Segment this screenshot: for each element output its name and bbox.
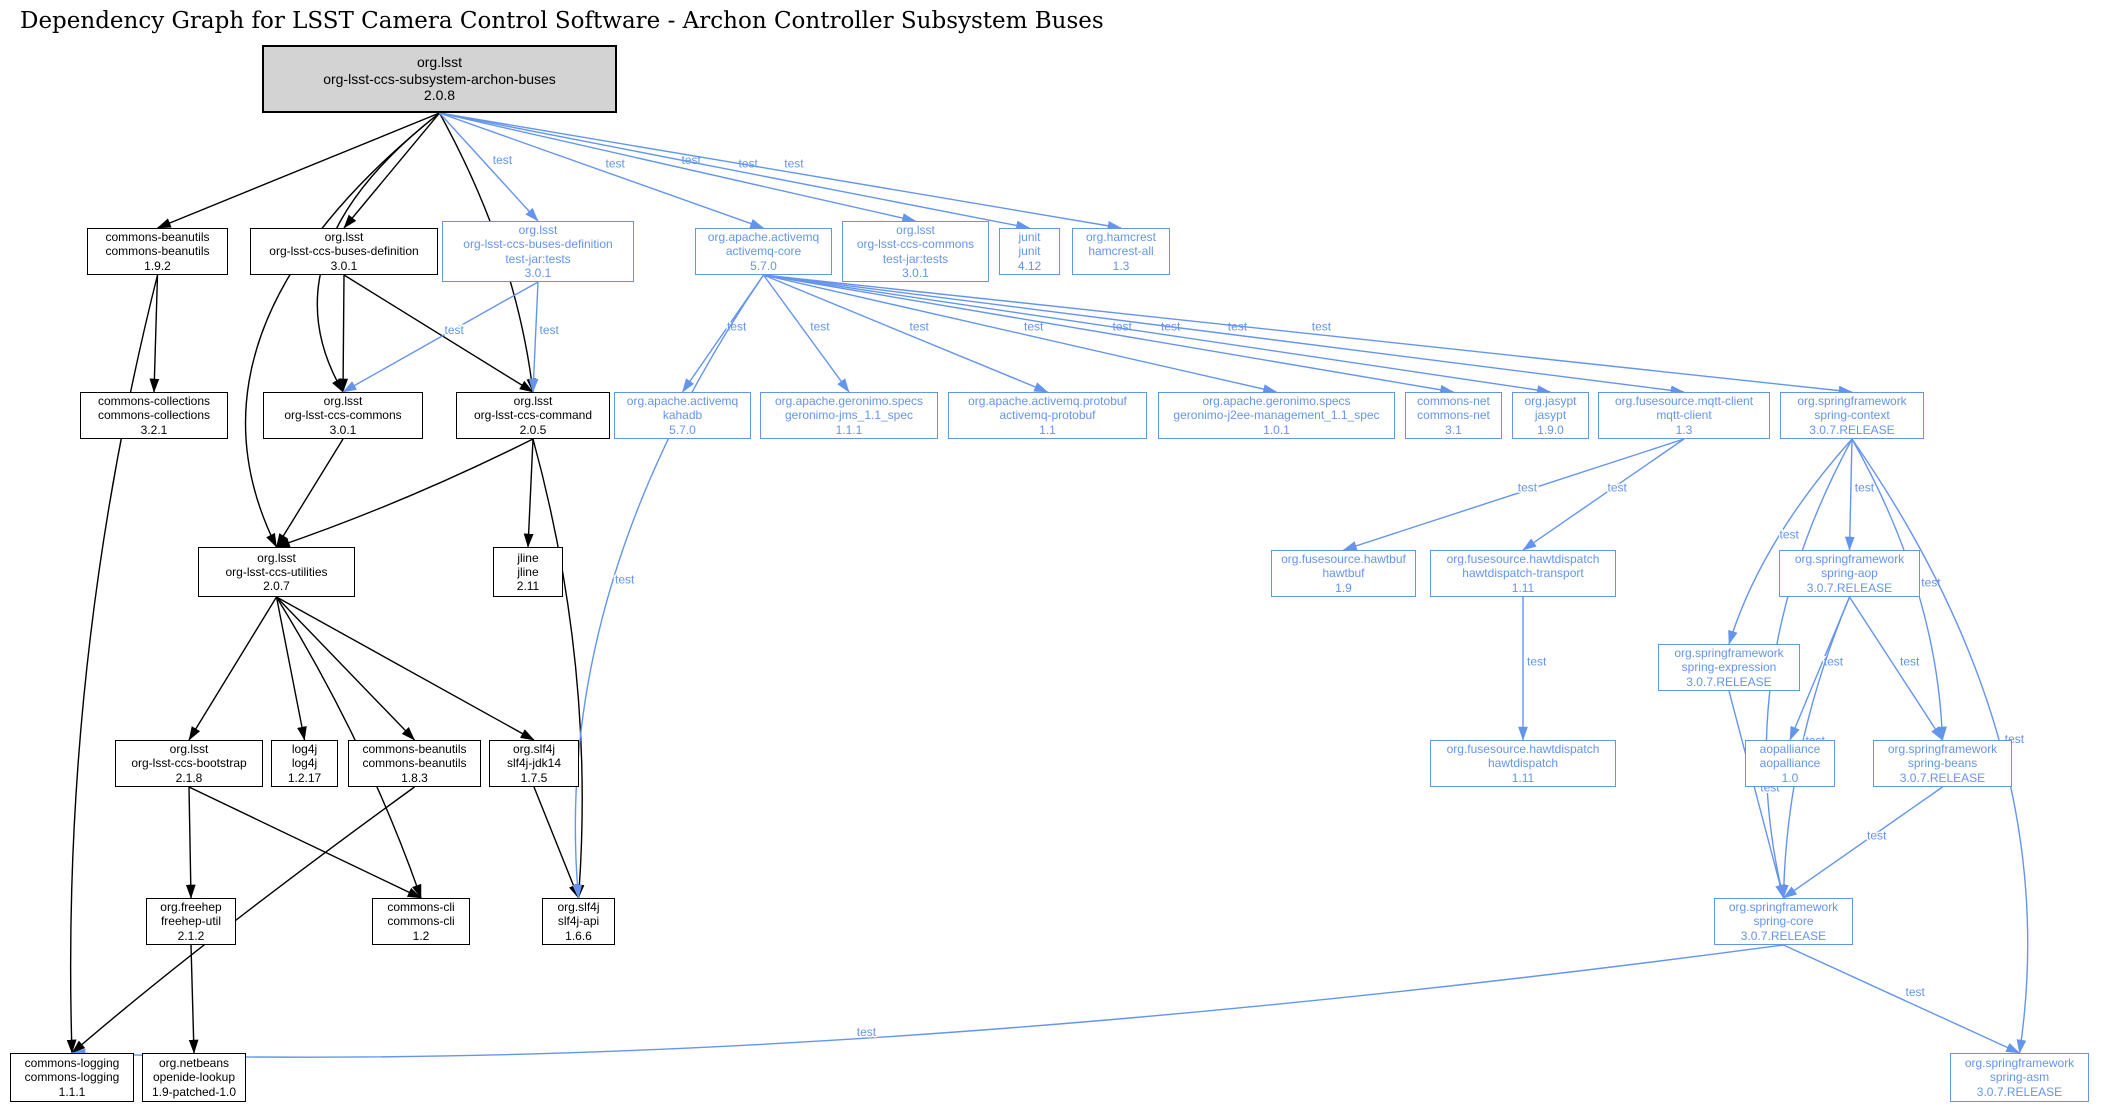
edge-scope-label: test: [615, 573, 635, 587]
edge-bootstrap-to-commons_cli: [188, 786, 422, 899]
edge-scope-label: test: [1780, 528, 1800, 542]
edge-ccs_command-to-jline: [523, 438, 534, 548]
edge-spring_aop-to-spring_beans: [1848, 596, 1944, 741]
edge-ccs_command-to-slf4j_api: [532, 438, 585, 899]
edge-bootstrap-to-freehep: [185, 786, 196, 899]
edge-scope-label: test: [1777, 655, 1797, 669]
edge-scope-label: test: [1900, 655, 1920, 669]
edge-spring_aop-to-spring_core: [1778, 596, 1851, 899]
edge-utilities-to-bootstrap: [188, 596, 278, 741]
edge-root-to-beanutils192: [156, 112, 440, 229]
edge-activemq_core-to-jasypt: [763, 274, 1552, 395]
edge-busesdef-to-ccs_commons: [338, 274, 349, 393]
edge-busesdef_tests-to-ccs_command: [528, 281, 539, 393]
edge-beanutils192-to-collections: [149, 274, 160, 393]
edge-scope-label: test: [910, 320, 930, 334]
edge-mqtt-to-hawt_transport: [1522, 438, 1685, 551]
edge-scope-label: test: [445, 323, 465, 337]
edge-activemq_core-to-geronimo_jms: [762, 274, 850, 393]
edge-spring_context-to-spring_aop: [1844, 438, 1855, 551]
edge-spring_context-to-spring_core: [1765, 438, 1853, 899]
edge-slf4j_jdk14-to-slf4j_api: [533, 786, 580, 899]
edge-scope-label: test: [857, 1025, 877, 1039]
graph-title: Dependency Graph for LSST Camera Control…: [20, 8, 1104, 34]
edge-spring_context-to-spring_asm: [1851, 438, 2029, 1054]
edge-ccs_command-to-utilities: [275, 438, 534, 548]
edge-scope-label: test: [1760, 781, 1780, 795]
edge-scope-label: test: [810, 320, 830, 334]
edge-scope-label: test: [606, 157, 626, 171]
edge-root-to-commons_tests: [439, 112, 917, 223]
edge-scope-label: test: [2005, 732, 2025, 746]
edge-spring_beans-to-spring_core: [1782, 786, 1943, 899]
edge-activemq_core-to-protobuf: [763, 274, 1049, 393]
edge-scope-label: test: [784, 157, 804, 171]
edge-root-to-activemq_core: [439, 112, 765, 229]
edge-root-to-utilities: [244, 112, 440, 548]
edge-busesdef-to-ccs_command: [343, 274, 534, 393]
edge-scope-label: test: [1806, 734, 1826, 748]
edge-spring_expr-to-spring_core: [1728, 690, 1785, 899]
edge-scope-label: test: [540, 323, 560, 337]
edge-spring_core-to-spring_asm: [1783, 944, 2021, 1054]
edge-scope-label: test: [1906, 985, 1926, 999]
edge-scope-label: test: [1527, 655, 1547, 669]
edge-activemq_core-to-geronimo_mgmt: [763, 274, 1278, 394]
edge-mqtt-to-hawtbuf: [1342, 438, 1685, 551]
edge-scope-label: test: [739, 157, 759, 171]
edge-utilities-to-commons_cli: [275, 596, 422, 899]
edge-root-to-ccs_command: [438, 112, 537, 393]
edge-scope-label: test: [1113, 320, 1133, 334]
edge-activemq_core-to-commons_net: [763, 274, 1455, 395]
edge-scope-label: test: [1608, 481, 1628, 495]
edge-scope-label: test: [1312, 320, 1332, 334]
edge-scope-label: test: [1855, 481, 1875, 495]
edge-beanutils192-to-commons_logging: [66, 274, 159, 1054]
edge-activemq_core-to-spring_context: [763, 274, 1853, 396]
edge-ccs_commons-to-utilities: [275, 438, 344, 548]
edge-freehep-to-openide: [188, 944, 199, 1054]
edge-utilities-to-log4j: [275, 596, 307, 741]
edge-spring_core-to-commons_logging: [71, 944, 1784, 1059]
edge-spring_context-to-spring_expr: [1728, 438, 1853, 645]
edge-activemq_core-to-slf4j_api: [572, 274, 765, 899]
edge-busesdef_tests-to-ccs_commons: [342, 281, 539, 393]
edge-beanutils183-to-commons_logging: [71, 786, 415, 1054]
edge-scope-label: test: [1867, 829, 1887, 843]
edge-root-to-hamcrest: [439, 112, 1122, 231]
edge-scope-label: test: [1824, 655, 1844, 669]
edge-root-to-busesdef: [343, 112, 441, 229]
edge-scope-label: test: [493, 153, 513, 167]
edge-utilities-to-beanutils183: [275, 596, 416, 741]
edge-scope-label: test: [1518, 481, 1538, 495]
edge-utilities-to-slf4j_jdk14: [276, 596, 535, 741]
edge-root-to-junit: [439, 112, 1031, 231]
edge-root-to-busesdef_tests: [438, 112, 539, 222]
edge-activemq_core-to-mqtt: [763, 274, 1685, 396]
